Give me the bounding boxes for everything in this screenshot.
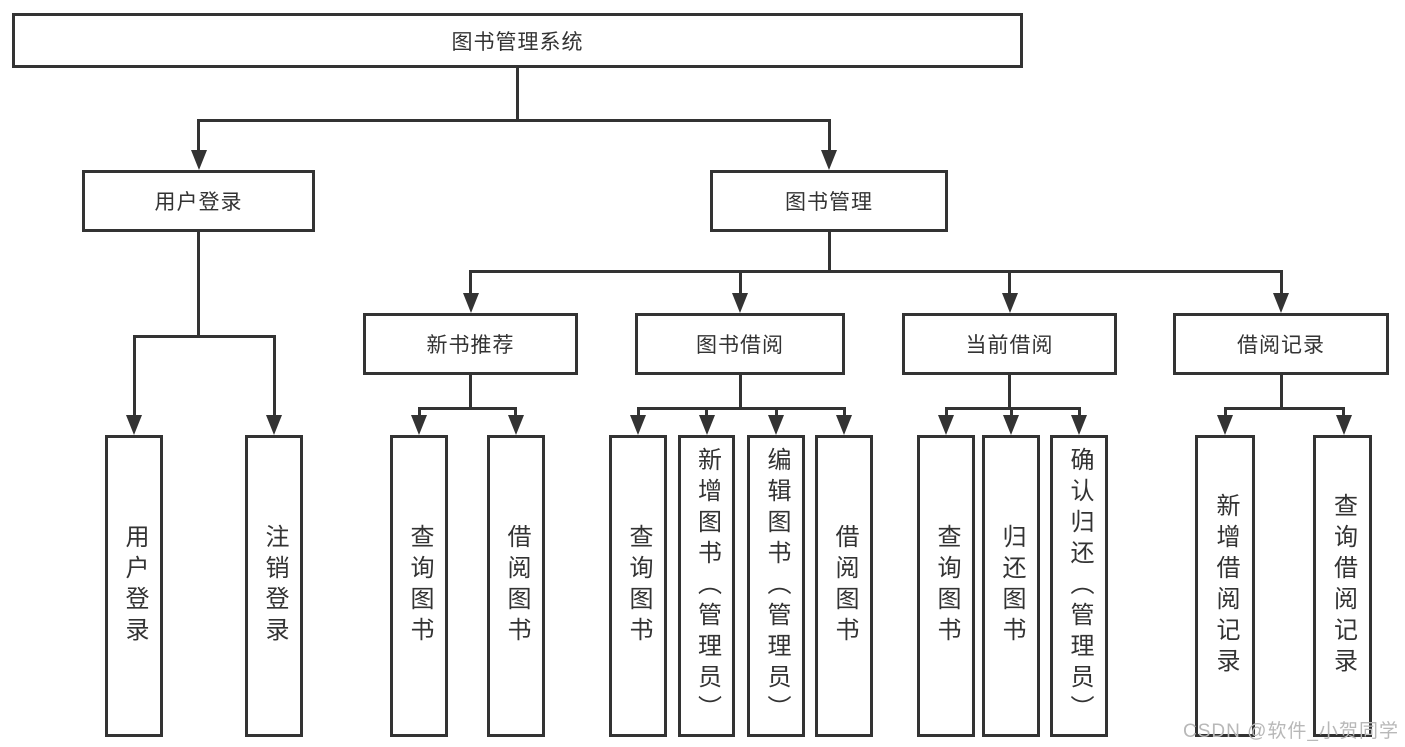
arrowhead-down-icon (698, 415, 715, 435)
node-label: 当前借阅 (965, 334, 1054, 357)
connector-stem-line (469, 375, 472, 407)
node-leaf-bookborrow-add-admin: 新增图书（管理员） (678, 435, 735, 737)
arrowhead-down-icon (411, 415, 427, 435)
node-label: 注销登录 (261, 524, 288, 648)
connector-stem-line (1279, 375, 1283, 407)
arrowhead-down-icon (126, 415, 142, 435)
node-leaf-logout: 注销登录 (245, 435, 303, 737)
node-borrow-records: 借阅记录 (1173, 313, 1389, 375)
arrowhead-down-icon (1001, 293, 1018, 313)
arrowhead-down-icon (1003, 415, 1019, 435)
connector-rail-line (132, 335, 276, 338)
node-leaf-current-return: 归还图书 (982, 435, 1040, 737)
node-label: 用户登录 (154, 191, 243, 214)
connector-stem-line (827, 232, 831, 270)
arrowhead-down-icon (462, 293, 479, 313)
connector-drop-line (197, 119, 200, 150)
connector-stem-line (516, 68, 519, 119)
connector-rail-line (944, 407, 1081, 410)
connector-stem-line (738, 375, 742, 407)
connector-drop-line (1008, 270, 1011, 293)
connector-drop-line (469, 270, 472, 293)
node-leaf-user-login: 用户登录 (105, 435, 163, 737)
node-leaf-bookborrow-borrow: 借阅图书 (815, 435, 873, 737)
arrowhead-down-icon (190, 150, 207, 170)
connector-drop-line (272, 335, 276, 415)
node-book-management: 图书管理 (710, 170, 948, 232)
node-label: 用户登录 (121, 524, 148, 648)
node-label: 新增图书（管理员） (693, 446, 721, 726)
node-label: 查询图书 (406, 524, 433, 648)
connector-drop-line (1279, 270, 1283, 293)
node-leaf-bookborrow-edit-admin: 编辑图书（管理员） (747, 435, 805, 737)
connector-stem-line (197, 232, 200, 335)
connector-drop-line (636, 407, 640, 415)
node-label: 查询图书 (933, 524, 960, 648)
node-label: 编辑图书（管理员） (763, 446, 790, 726)
node-label: 图书管理系统 (451, 30, 584, 54)
arrowhead-down-icon (768, 415, 784, 435)
node-leaf-record-query: 查询借阅记录 (1313, 435, 1372, 737)
connector-drop-line (132, 335, 136, 415)
arrowhead-down-icon (1273, 293, 1289, 313)
connector-drop-line (1077, 407, 1081, 415)
node-label: 图书管理 (785, 191, 873, 214)
node-label: 借阅记录 (1237, 334, 1325, 357)
connector-drop-line (705, 407, 708, 415)
connector-drop-line (1223, 407, 1227, 415)
arrowhead-down-icon (821, 150, 837, 170)
node-leaf-bookborrow-query: 查询图书 (609, 435, 667, 737)
connector-drop-line (842, 407, 846, 415)
node-leaf-newbooks-borrow: 借阅图书 (487, 435, 545, 737)
connector-rail-line (636, 407, 846, 410)
node-label: 查询图书 (625, 524, 652, 648)
arrowhead-down-icon (836, 415, 852, 435)
connector-drop-line (417, 407, 421, 415)
node-label: 新增借阅记录 (1212, 493, 1239, 679)
node-label: 新书推荐 (426, 334, 515, 357)
connector-drop-line (738, 270, 742, 293)
arrowhead-down-icon (266, 415, 282, 435)
node-book-borrowing: 图书借阅 (635, 313, 845, 375)
connector-drop-line (774, 407, 778, 415)
node-leaf-current-confirm-admin: 确认归还（管理员） (1050, 435, 1108, 737)
connector-drop-line (944, 407, 948, 415)
node-label: 借阅图书 (503, 524, 530, 648)
connector-rail-line (469, 270, 1283, 273)
arrowhead-down-icon (938, 415, 954, 435)
node-leaf-newbooks-query: 查询图书 (390, 435, 448, 737)
connector-rail-line (1223, 407, 1345, 410)
connector-drop-line (1009, 407, 1013, 415)
arrowhead-down-icon (1335, 415, 1352, 435)
connector-drop-line (514, 407, 517, 415)
csdn-watermark: CSDN @软件_小贺同学 (1183, 721, 1399, 742)
node-label: 图书借阅 (696, 334, 784, 357)
node-root-library-system: 图书管理系统 (12, 13, 1023, 68)
node-leaf-record-add: 新增借阅记录 (1195, 435, 1255, 737)
arrowhead-down-icon (1217, 415, 1233, 435)
node-leaf-current-query: 查询图书 (917, 435, 975, 737)
node-new-book-recommend: 新书推荐 (363, 313, 578, 375)
connector-drop-line (827, 119, 831, 150)
node-label: 确认归还（管理员） (1066, 446, 1093, 726)
connector-rail-line (417, 407, 517, 410)
arrowhead-down-icon (1071, 415, 1087, 435)
node-label: 归还图书 (998, 524, 1025, 648)
connector-drop-line (1342, 407, 1345, 415)
connector-rail-line (197, 119, 831, 122)
node-label: 借阅图书 (831, 524, 858, 648)
node-current-borrowing: 当前借阅 (902, 313, 1117, 375)
arrowhead-down-icon (732, 293, 748, 313)
node-user-login: 用户登录 (82, 170, 315, 232)
arrowhead-down-icon (507, 415, 524, 435)
node-label: 查询借阅记录 (1329, 493, 1357, 679)
connector-stem-line (1008, 375, 1011, 407)
arrowhead-down-icon (630, 415, 646, 435)
